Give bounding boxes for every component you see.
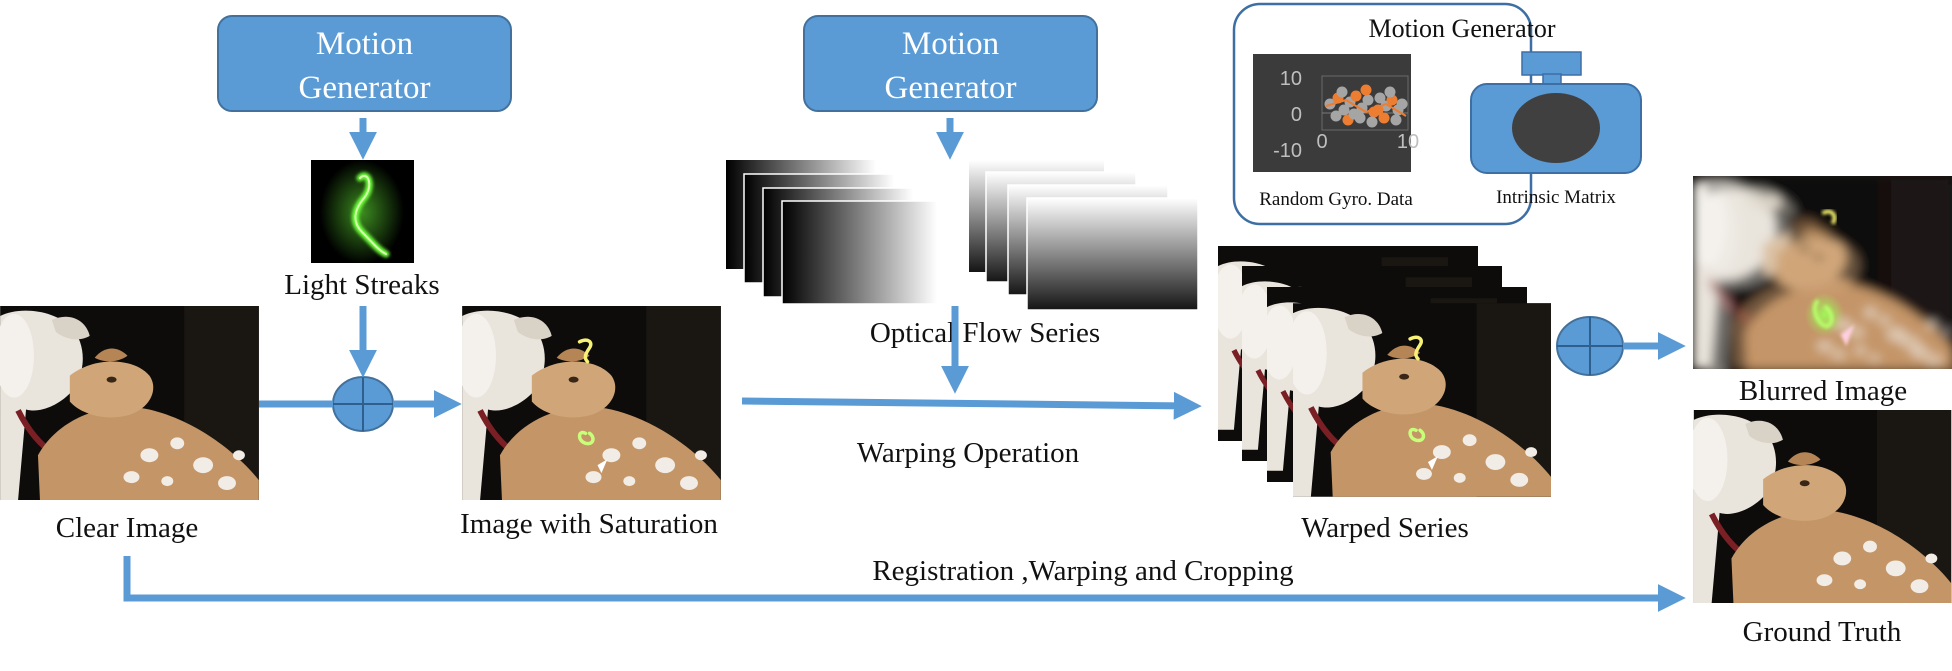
motion-generator-2-line2: Generator xyxy=(885,70,1017,106)
optical-flow-stack-a xyxy=(726,160,938,305)
arrow-registration xyxy=(123,556,1686,612)
warped-series-stack xyxy=(1218,246,1551,497)
motion-generator-box-1: Motion Generator xyxy=(217,15,512,112)
blurred-image-label: Blurred Image xyxy=(1739,375,1907,407)
blurred-image xyxy=(1693,176,1952,369)
plus-circle-icon-2 xyxy=(1556,316,1624,376)
motion-generator-box-2: Motion Generator xyxy=(803,15,1098,112)
warping-operation-label: Warping Operation xyxy=(857,437,1080,469)
saturation-image-label: Image with Saturation xyxy=(460,508,718,540)
gyro-point xyxy=(1330,110,1342,122)
warped-series-label: Warped Series xyxy=(1301,512,1469,544)
plus-circle-icon xyxy=(332,376,394,432)
gyro-xtick-10: 10 xyxy=(1397,131,1419,153)
arrows xyxy=(123,118,1686,612)
gyro-ytick-10: 10 xyxy=(1280,68,1302,90)
motion-generator-panel: Motion Generator 10 0 -10 0 10 Random Gy… xyxy=(1232,2,1642,226)
motion-panel-title: Motion Generator xyxy=(1368,14,1555,43)
motion-generator-2-line1: Motion xyxy=(902,26,999,62)
gyro-trace xyxy=(1325,98,1407,117)
gyro-point xyxy=(1374,92,1386,104)
gyro-point xyxy=(1360,84,1372,96)
gyro-ytick-0: 0 xyxy=(1291,104,1302,126)
motion-generator-1-line1: Motion xyxy=(316,26,413,62)
clear-image-label: Clear Image xyxy=(56,512,199,544)
registration-label: Registration ,Warping and Cropping xyxy=(872,555,1293,587)
gyro-chart: 10 0 -10 0 10 xyxy=(1253,54,1419,172)
arrow-warping xyxy=(741,391,1202,420)
clear-image xyxy=(0,306,259,500)
gyro-point xyxy=(1390,114,1402,126)
gyro-point xyxy=(1378,112,1390,124)
gyro-points xyxy=(1324,84,1408,128)
ground-truth-image xyxy=(1688,410,1951,603)
gyro-point xyxy=(1384,86,1396,98)
gyro-point xyxy=(1348,108,1360,120)
ground-truth-label: Ground Truth xyxy=(1743,616,1902,648)
gyro-ytick-neg10: -10 xyxy=(1273,140,1302,162)
optical-flow-stack-b xyxy=(969,160,1199,311)
gyro-point xyxy=(1362,94,1374,106)
gyro-point xyxy=(1336,86,1348,98)
light-streaks-label: Light Streaks xyxy=(284,269,439,301)
gyro-caption: Random Gyro. Data xyxy=(1259,189,1413,210)
gyro-point xyxy=(1350,90,1362,102)
saturation-image xyxy=(456,306,721,500)
intrinsic-caption: Intrinsic Matrix xyxy=(1496,187,1616,208)
gyro-xtick-0: 0 xyxy=(1316,131,1327,153)
motion-generator-1-line2: Generator xyxy=(299,70,431,106)
gyro-point xyxy=(1338,104,1350,116)
optical-flow-label: Optical Flow Series xyxy=(870,317,1100,349)
gyro-point xyxy=(1366,116,1378,128)
camera-icon xyxy=(1470,51,1642,174)
gyro-point xyxy=(1396,98,1408,110)
light-streaks-image xyxy=(311,160,414,264)
